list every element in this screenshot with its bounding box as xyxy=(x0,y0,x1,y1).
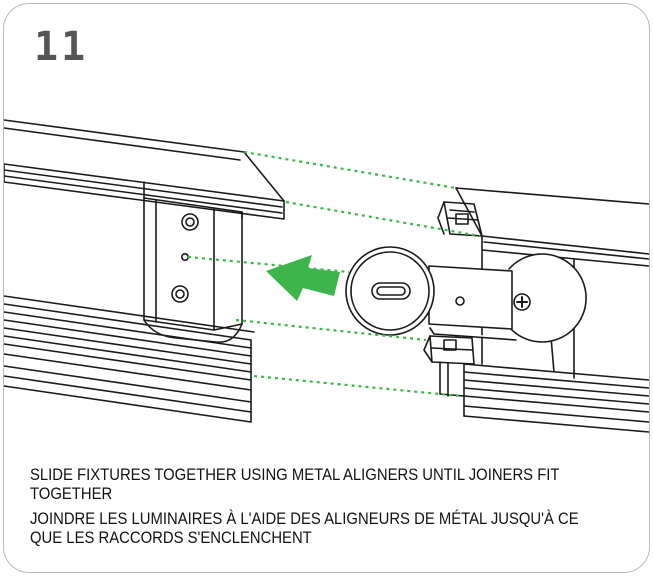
instruction-caption: SLIDE FIXTURES TOGETHER USING METAL ALIG… xyxy=(30,466,579,548)
step-number: 11 xyxy=(34,24,89,70)
alignment-guides xyxy=(187,150,481,398)
metal-aligner xyxy=(345,246,587,343)
instruction-french: JOINDRE LES LUMINAIRES À L'AIDE DES ALIG… xyxy=(30,510,579,547)
instruction-english: SLIDE FIXTURES TOGETHER USING METAL ALIG… xyxy=(30,466,560,503)
assembly-illustration xyxy=(4,119,649,433)
instruction-card: 11 xyxy=(3,3,650,573)
left-fixture xyxy=(4,119,285,423)
slide-direction-arrow xyxy=(266,255,340,301)
